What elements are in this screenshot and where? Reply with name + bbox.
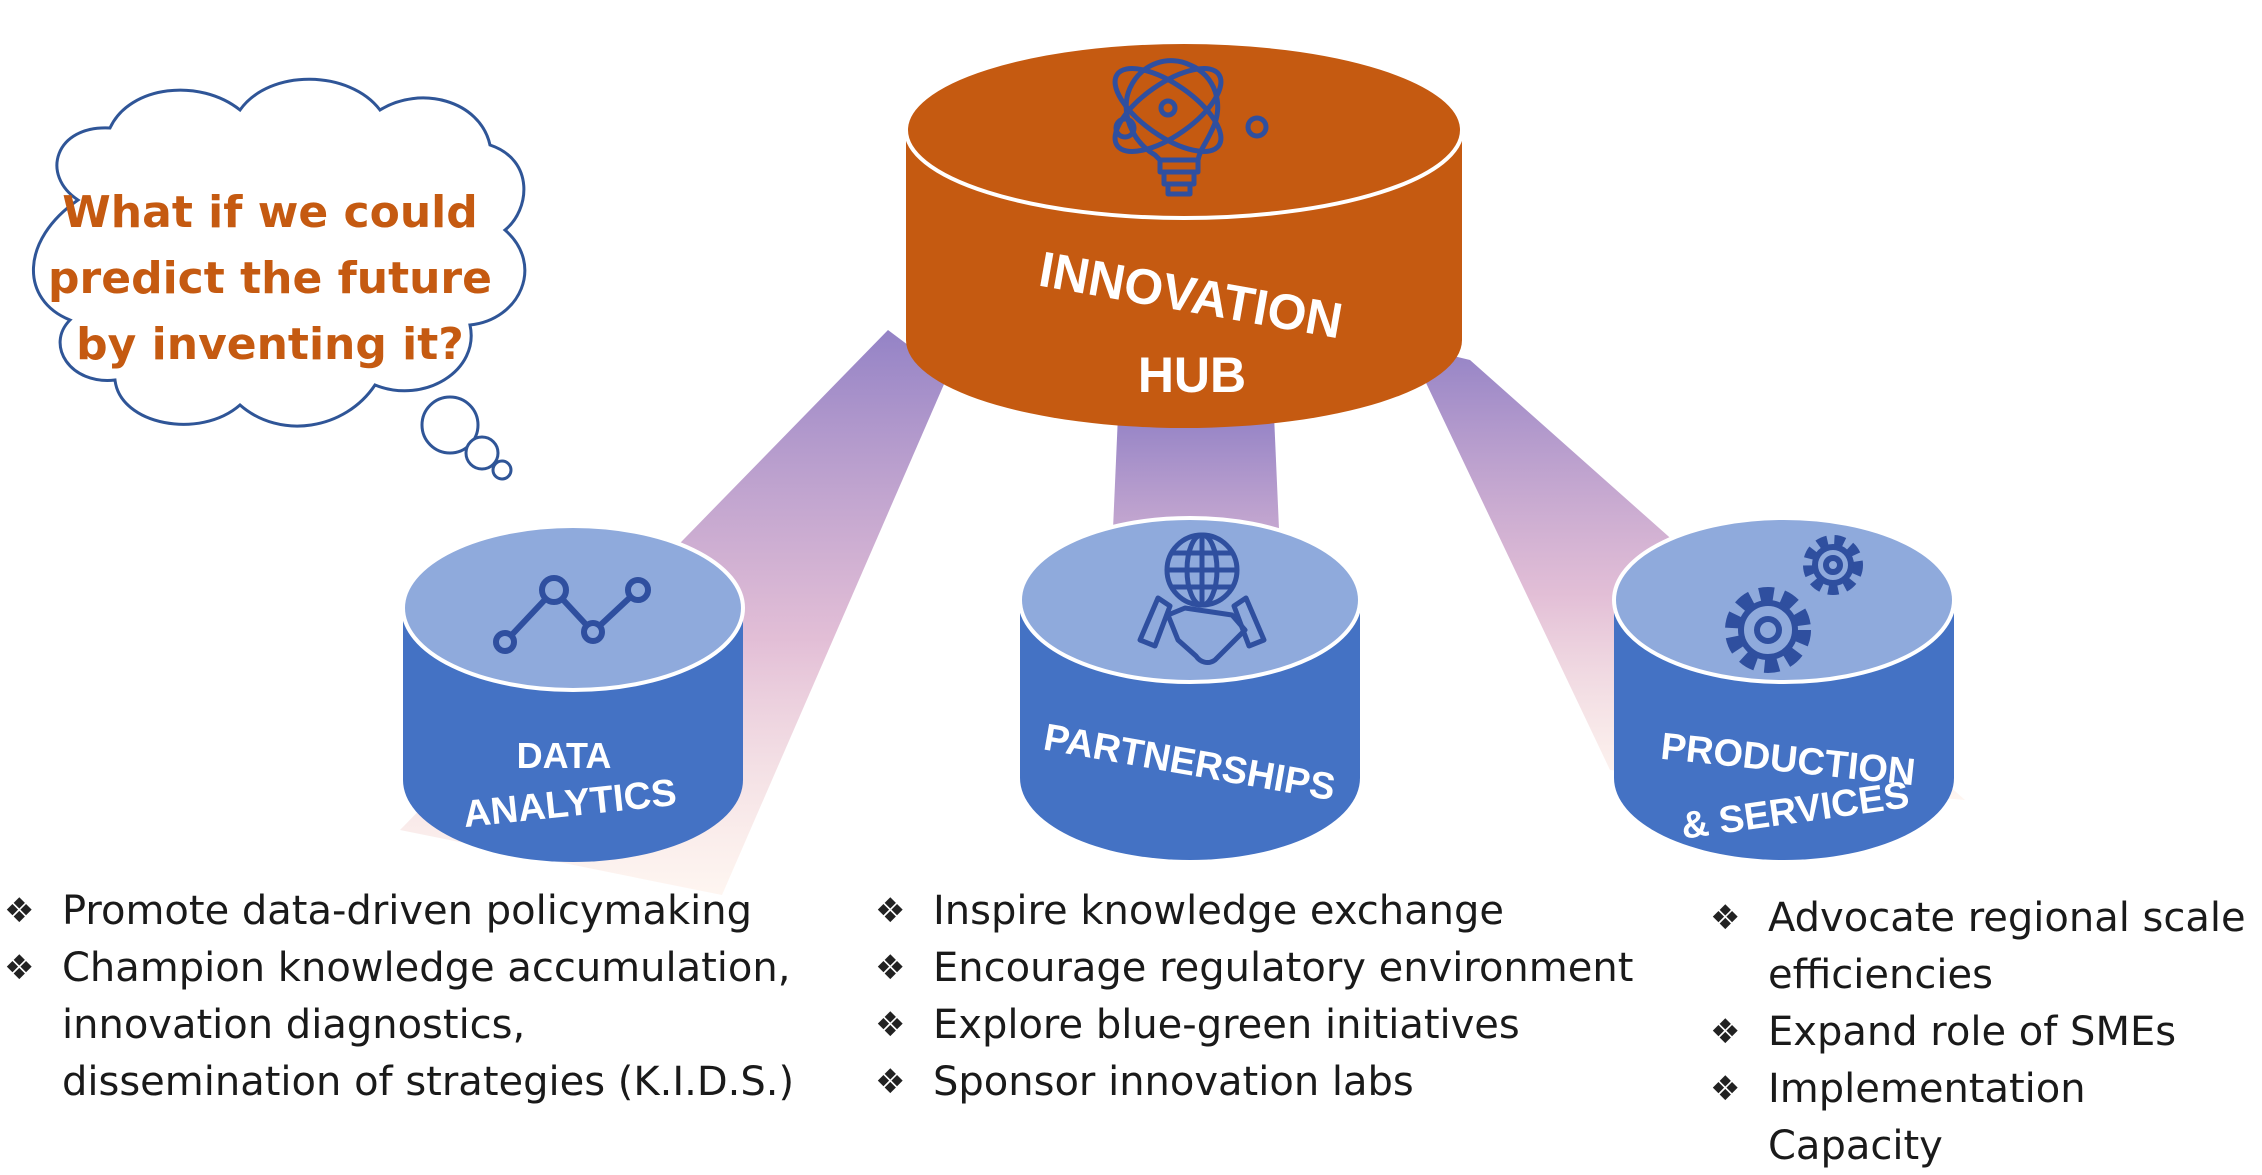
thought-cloud-text: What if we could predict the future by i… bbox=[20, 180, 520, 378]
bullet-text: Advocate regional scale efficiencies bbox=[1768, 895, 2246, 998]
diamond-bullet-icon: ❖ bbox=[875, 1005, 906, 1045]
thought-line-1: What if we could bbox=[62, 187, 478, 238]
production-services-bullets: ❖ Advocate regional scale efficiencies ❖ E… bbox=[1710, 890, 2258, 1175]
bullet-item: ❖ Champion knowledge accumulation, innova… bbox=[4, 940, 804, 1111]
bullet-item: ❖ Explore blue-green initiatives bbox=[875, 997, 1635, 1054]
bullet-text: Explore blue-green initiatives bbox=[933, 1002, 1520, 1048]
thought-cloud bbox=[32, 77, 527, 481]
diamond-bullet-icon: ❖ bbox=[875, 891, 906, 931]
gears-icon bbox=[1725, 535, 1863, 673]
partnerships-bullets: ❖ Inspire knowledge exchange ❖ Encourage r… bbox=[875, 883, 1635, 1111]
bullet-item: ❖ Encourage regulatory environment bbox=[875, 940, 1635, 997]
diamond-bullet-icon: ❖ bbox=[1710, 1069, 1741, 1109]
diamond-bullet-icon: ❖ bbox=[875, 948, 906, 988]
bullet-item: ❖ Implementation Capacity bbox=[1710, 1061, 2258, 1175]
pillar-data-analytics: DATA ANALYTICS bbox=[401, 524, 745, 862]
line-chart-icon bbox=[493, 575, 651, 654]
bullet-item: ❖ Advocate regional scale efficiencies bbox=[1710, 890, 2258, 1004]
diamond-bullet-icon: ❖ bbox=[875, 1062, 906, 1102]
hub-label-line2: HUB bbox=[1138, 347, 1246, 403]
bullet-text: Promote data-driven policymaking bbox=[62, 888, 752, 934]
diagram-canvas: INNOVATION HUB DATA ANALYTICS bbox=[32, 40, 1965, 895]
thought-line-3: by inventing it? bbox=[76, 319, 464, 370]
innovation-hub-cylinder: INNOVATION HUB bbox=[904, 40, 1464, 428]
bullet-item: ❖ Expand role of SMEs bbox=[1710, 1004, 2258, 1061]
diamond-bullet-icon: ❖ bbox=[4, 891, 35, 931]
pillar-production-services: PRODUCTION & SERVICES bbox=[1612, 516, 1956, 860]
bullet-text: Sponsor innovation labs bbox=[933, 1059, 1414, 1105]
bullet-text: Champion knowledge accumulation, innovat… bbox=[62, 945, 795, 1105]
pillar-data-analytics-line1: DATA bbox=[517, 735, 612, 776]
bullet-item: ❖ Sponsor innovation labs bbox=[875, 1054, 1635, 1111]
bullet-text: Inspire knowledge exchange bbox=[933, 888, 1504, 934]
lightbulb-atom-icon bbox=[1112, 58, 1269, 197]
bullet-text: Expand role of SMEs bbox=[1768, 1009, 2177, 1055]
globe-handshake-icon bbox=[1137, 532, 1267, 666]
bullet-item: ❖ Promote data-driven policymaking bbox=[4, 883, 804, 940]
diamond-bullet-icon: ❖ bbox=[4, 948, 35, 988]
diamond-bullet-icon: ❖ bbox=[1710, 1012, 1741, 1052]
bullet-item: ❖ Inspire knowledge exchange bbox=[875, 883, 1635, 940]
bullet-text: Implementation Capacity bbox=[1768, 1066, 2086, 1169]
diamond-bullet-icon: ❖ bbox=[1710, 898, 1741, 938]
pillar-partnerships: PARTNERSHIPS bbox=[1018, 516, 1362, 860]
thought-line-2: predict the future bbox=[48, 253, 492, 304]
data-analytics-bullets: ❖ Promote data-driven policymaking ❖ Champ… bbox=[4, 883, 804, 1111]
bullet-text: Encourage regulatory environment bbox=[933, 945, 1634, 991]
